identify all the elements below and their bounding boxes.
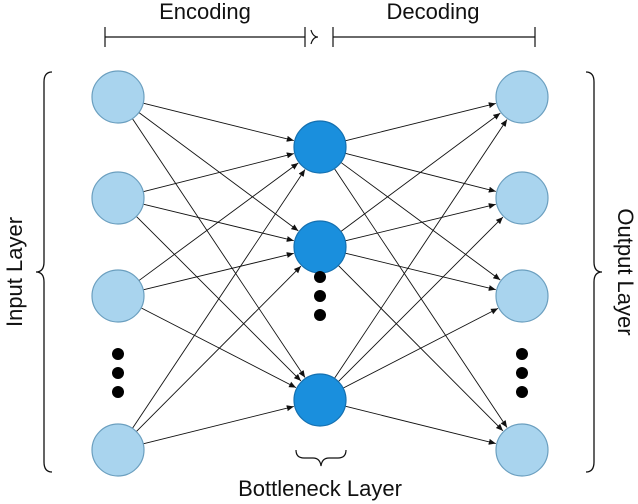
- connection-arrow-12: [345, 102, 496, 142]
- connection-arrow-7: [143, 252, 294, 291]
- connection-arrow-9: [132, 169, 306, 429]
- bottleneck-node-1: [293, 120, 347, 174]
- output-layer-label: Output Layer: [613, 208, 638, 335]
- output-node-4: [495, 423, 549, 477]
- connection-arrow-23: [345, 405, 496, 445]
- connection-arrow-21: [338, 216, 504, 382]
- input-node-2: [91, 171, 145, 225]
- bottleneck-ellipsis: [314, 271, 326, 321]
- center-tick: [310, 29, 319, 45]
- connection-arrow-6: [138, 162, 299, 281]
- connection-arrow-15: [334, 168, 508, 428]
- output-node-1: [495, 70, 549, 124]
- connection-arrow-8: [140, 307, 297, 389]
- connections: [132, 102, 508, 445]
- nodes: [91, 70, 549, 477]
- output-ellipsis: [516, 348, 528, 398]
- connection-arrow-22: [342, 307, 499, 389]
- input-layer-label: Input Layer: [2, 217, 27, 327]
- input-ellipsis: [112, 348, 124, 398]
- connection-arrow-16: [340, 112, 501, 232]
- input-layer-brace: [35, 71, 53, 473]
- input-node-3: [91, 269, 145, 323]
- connection-arrow-14: [340, 162, 501, 281]
- decoding-span-bracket: [332, 27, 536, 47]
- decoding-label: Decoding: [387, 0, 480, 24]
- output-node-3: [495, 269, 549, 323]
- connection-arrow-17: [345, 203, 496, 242]
- connection-arrow-20: [334, 119, 508, 379]
- bottleneck-layer-label: Bottleneck Layer: [238, 476, 402, 501]
- input-node-1: [91, 70, 145, 124]
- encoding-label: Encoding: [159, 0, 251, 24]
- connection-arrow-11: [143, 405, 294, 445]
- bottleneck-node-2: [293, 220, 347, 274]
- connection-arrow-3: [143, 152, 294, 193]
- connection-arrow-1: [138, 112, 299, 232]
- input-node-4: [91, 423, 145, 477]
- connection-arrow-0: [143, 102, 294, 142]
- connection-arrow-2: [132, 118, 306, 378]
- output-layer-brace: [585, 71, 603, 473]
- encoding-span-bracket: [104, 27, 306, 47]
- output-node-2: [495, 171, 549, 225]
- bottleneck-node-3: [293, 373, 347, 427]
- connection-arrow-10: [136, 265, 302, 432]
- bottleneck-brace: [295, 449, 347, 467]
- connection-arrow-18: [345, 252, 496, 291]
